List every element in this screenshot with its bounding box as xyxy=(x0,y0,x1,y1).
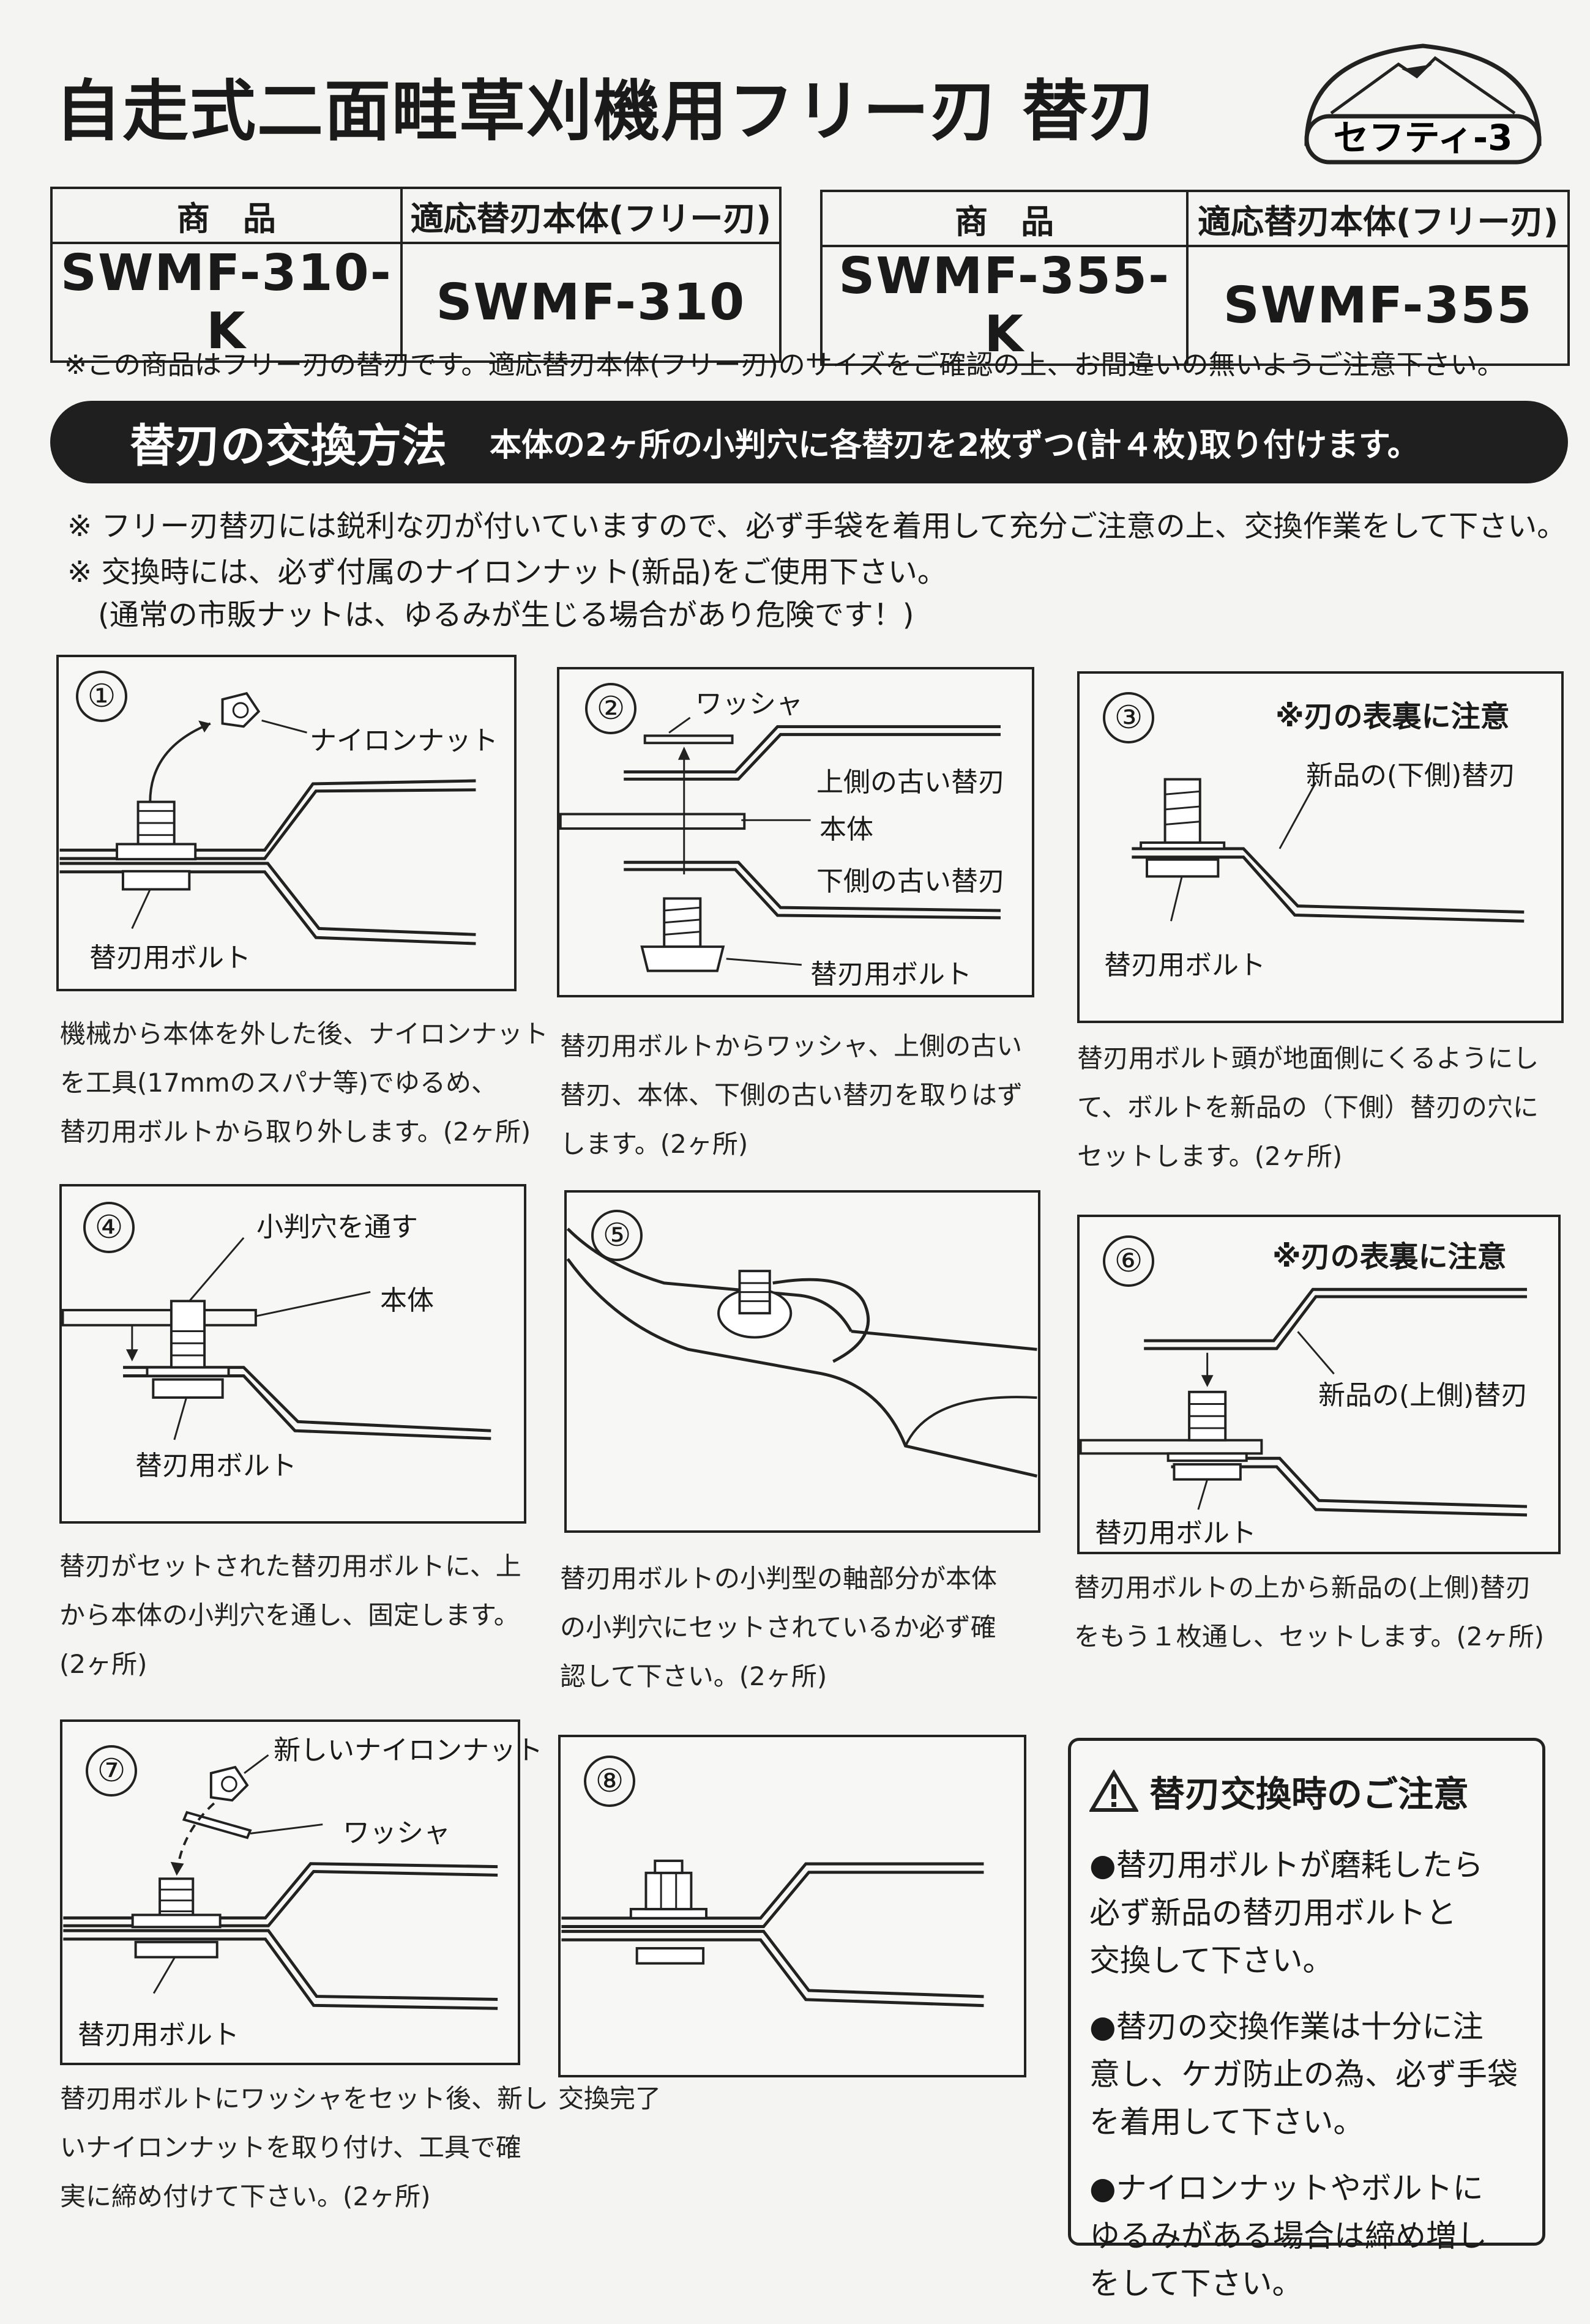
step-6-description: 替刃用ボルトの上から新品の(上側)替刃をもう１枚通し、セットします。(2ヶ所) xyxy=(1074,1573,1545,1652)
table-head-product: 商 品 xyxy=(819,190,1189,247)
label-new-upper-blade: 新品の(上側)替刃 xyxy=(1318,1380,1528,1411)
step-number: ③ xyxy=(1103,692,1154,743)
label-bolt: 替刃用ボルト xyxy=(1095,1518,1256,1549)
banner-title: 替刃の交換方法 xyxy=(130,420,447,472)
step-8-description: 交換完了 xyxy=(558,2084,662,2114)
warning-line: (通常の市販ナットは、ゆるみが生じる場合があり危険です！) xyxy=(98,598,914,632)
step-panel-5: ⑤ xyxy=(564,1190,1040,1533)
page-title: 自走式二面畦草刈機用フリー刃 替刃 xyxy=(55,73,1157,150)
caution-item: ●ナイロンナットやボルトにゆるみがある場合は締め増しをして下さい。 xyxy=(1089,2170,1487,2301)
caution-title: 替刃交換時のご注意 xyxy=(1149,1773,1469,1815)
label-nylon-nut: ナイロンナット xyxy=(310,725,498,756)
step-panel-3: ③ ※刃の表裏に注意 新品の(下側)替刃 替刃用ボルト xyxy=(1077,671,1564,1023)
warning-line: ※ フリー刃替刃には鋭利な刃が付いていますので、必ず手袋を着用して充分ご注意の上… xyxy=(67,509,1567,543)
warning-line: ※ 交換時には、必ず付属のナイロンナット(新品)をご使用下さい。 xyxy=(67,555,947,589)
step-3-description: 替刃用ボルト頭が地面側にくるようにして、ボルトを新品の（下側）替刃の穴にセットし… xyxy=(1077,1043,1539,1171)
caution-box: 替刃交換時のご注意 ●替刃用ボルトが磨耗したら必ず新品の替刃用ボルトと交換して下… xyxy=(1068,1738,1545,2301)
label-new-lower-blade: 新品の(下側)替刃 xyxy=(1306,760,1516,791)
step-2-description: 替刃用ボルトからワッシャ、上側の古い替刃、本体、下側の古い替刃を取りはずします。… xyxy=(560,1031,1023,1159)
step-3-illustration xyxy=(1132,778,1525,923)
step-number: ① xyxy=(76,671,127,722)
step-1-description: 機械から本体を外した後、ナイロンナットを工具(17mmのスパナ等)でゆるめ、替刃… xyxy=(60,1019,549,1147)
step-panel-4: ④ 小判穴を通す 本体 替刃用ボルト xyxy=(59,1184,526,1524)
section-banner: 替刃の交換方法 本体の2ヶ所の小判穴に各替刃を2枚ずつ(計４枚)取り付けます。 xyxy=(50,401,1568,483)
banner-subtitle: 本体の2ヶ所の小判穴に各替刃を2枚ずつ(計４枚)取り付けます。 xyxy=(490,427,1419,464)
caution-item: ●替刃用ボルトが磨耗したら必ず新品の替刃用ボルトと交換して下さい。 xyxy=(1089,1847,1484,1978)
brand-logo: セフティ-3 xyxy=(1304,43,1542,165)
label-bolt: 替刃用ボルト xyxy=(1104,950,1266,981)
label-washer: ワッシャ xyxy=(695,688,803,720)
step-2-illustration xyxy=(559,717,1001,972)
table-head-body: 適応替刃本体(フリー刃) xyxy=(400,187,782,244)
caution-item: ●替刃の交換作業は十分に注意し、ケガ防止の為、必ず手袋を着用して下さい。 xyxy=(1089,2009,1518,2140)
step-4-illustration xyxy=(62,1237,491,1440)
step-number: ⑦ xyxy=(86,1745,137,1797)
label-bolt: 替刃用ボルト xyxy=(810,959,972,990)
label-bolt: 替刃用ボルト xyxy=(78,2019,239,2050)
step-7-description: 替刃用ボルトにワッシャをセット後、新しいナイロンナットを取り付け、工具で確実に締… xyxy=(60,2084,549,2211)
label-washer: ワッシャ xyxy=(343,1817,450,1849)
step-panel-1: ① ナイロンナット 替刃用ボルト xyxy=(56,655,517,991)
step-1-illustration xyxy=(59,691,476,945)
step-panel-8: ⑧ xyxy=(558,1735,1026,2077)
product-table-355: 商 品 適応替刃本体(フリー刃) SWMF-355-K SWMF-355 xyxy=(819,190,1570,366)
step-panel-7: ⑦ 新しいナイロンナット ワッシャ 替刃用ボルト xyxy=(60,1719,543,2065)
product-note: ※この商品はフリー刃の替刃です。適応替刃本体(フリー刃)のサイズをご確認の上、お… xyxy=(64,349,1504,381)
label-new-nylon-nut: 新しいナイロンナット xyxy=(274,1735,543,1766)
label-blade-orientation: ※刃の表裏に注意 xyxy=(1275,699,1510,734)
step-8-illustration xyxy=(561,1860,984,2008)
product-table-310: 商 品 適応替刃本体(フリー刃) SWMF-310-K SWMF-310 xyxy=(50,187,782,363)
product-code: SWMF-355-K xyxy=(819,245,1189,366)
step-panel-6: ⑥ ※刃の表裏に注意 新品の(上側)替刃 替刃用ボルト xyxy=(1077,1215,1561,1554)
table-head-product: 商 品 xyxy=(50,187,403,244)
step-panel-2: ② ワッシャ 上側の古い替刃 本体 下側の古い替刃 替刃用ボルト xyxy=(557,667,1034,997)
step-number: ⑥ xyxy=(1103,1235,1154,1287)
step-4-description: 替刃がセットされた替刃用ボルトに、上から本体の小判穴を通し、固定します。(2ヶ所… xyxy=(59,1551,521,1679)
step-number: ⑧ xyxy=(584,1756,635,1807)
table-head-body: 適応替刃本体(フリー刃) xyxy=(1186,190,1570,247)
label-bolt: 替刃用ボルト xyxy=(89,942,251,974)
label-bolt: 替刃用ボルト xyxy=(135,1450,297,1481)
step-6-illustration xyxy=(1080,1287,1528,1517)
step-number: ② xyxy=(585,683,636,734)
caution-heading: 替刃交換時のご注意 xyxy=(1089,1765,1524,1817)
step-5-description: 替刃用ボルトの小判型の軸部分が本体の小判穴にセットされているか必ず確認して下さい… xyxy=(560,1563,998,1691)
body-code: SWMF-310 xyxy=(400,242,782,363)
step-7-illustration xyxy=(63,1754,498,2010)
label-upper-old-blade: 上側の古い替刃 xyxy=(816,767,1005,798)
warning-triangle-icon xyxy=(1089,1770,1138,1812)
label-oval-hole: 小判穴を通す xyxy=(256,1212,418,1243)
body-code: SWMF-355 xyxy=(1186,245,1570,366)
product-code: SWMF-310-K xyxy=(50,242,403,363)
step-number: ④ xyxy=(83,1202,135,1253)
step-5-illustration xyxy=(567,1227,1037,1478)
step-number: ⑤ xyxy=(591,1210,643,1261)
label-blade-orientation: ※刃の表裏に注意 xyxy=(1272,1240,1507,1274)
label-body: 本体 xyxy=(380,1285,434,1316)
logo-text: セフティ-3 xyxy=(1334,117,1513,158)
label-body: 本体 xyxy=(819,814,873,845)
label-lower-old-blade: 下側の古い替刃 xyxy=(816,866,1005,897)
